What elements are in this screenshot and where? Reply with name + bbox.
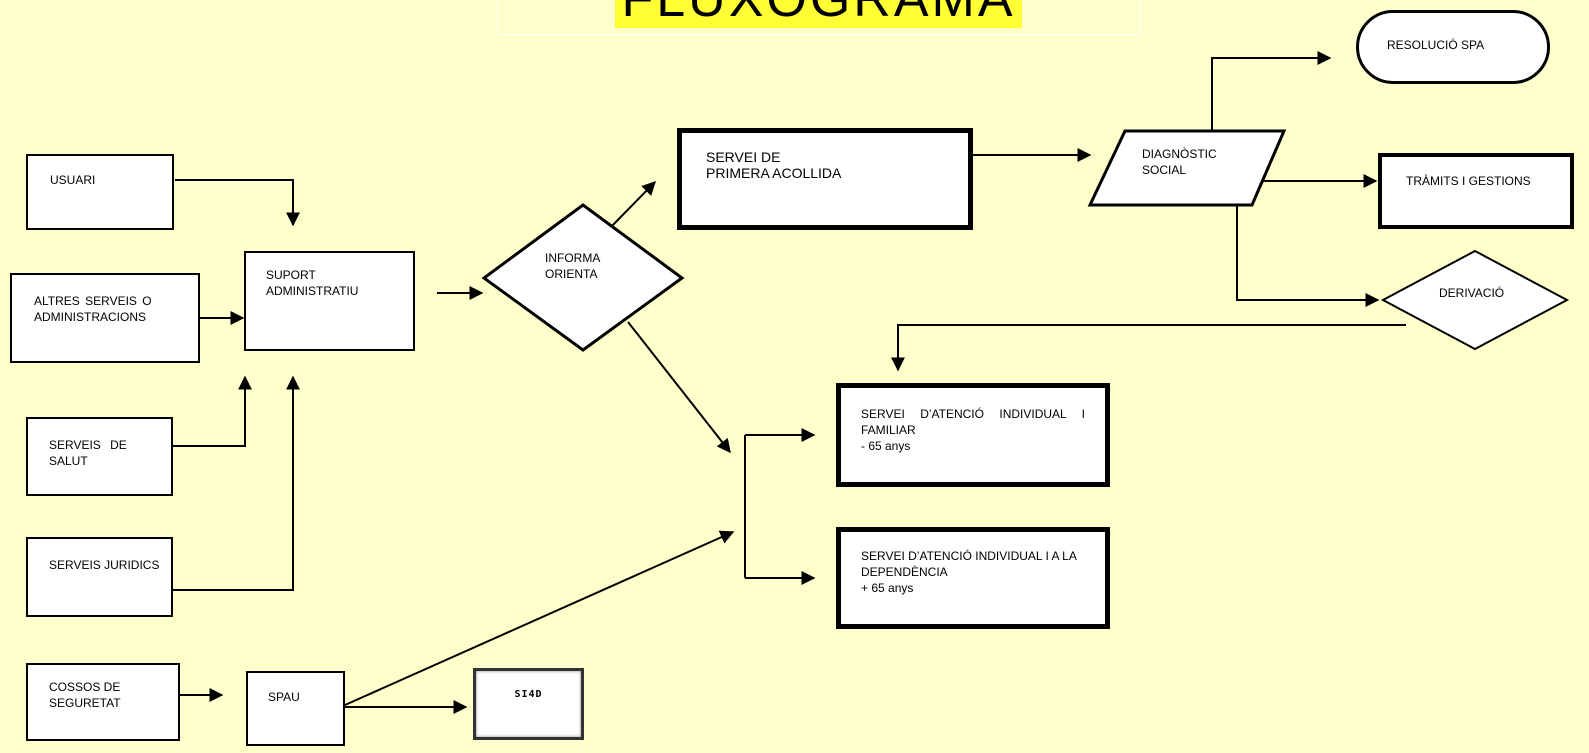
node-cossos-seguretat: COSSOS DE SEGURETAT: [26, 663, 180, 741]
connector-usuari-suport: [175, 179, 300, 227]
connector-diagnostic-derivacio: [1236, 205, 1380, 307]
informa-orienta-label: INFORMA ORIENTA: [545, 251, 600, 281]
said-age: + 65 anys: [861, 581, 914, 595]
connector-diagnostic-resolucio: [1211, 51, 1332, 130]
node-servei-atencio-familiar: SERVEI D’ATENCIÓ INDIVIDUAL I FAMILIAR -…: [836, 383, 1110, 487]
connector-salut-suport: [173, 375, 252, 447]
connector-juridics-suport: [173, 375, 300, 591]
node-servei-atencio-dependencia: SERVEI D’ATENCIÓ INDIVIDUAL I A LA DEPEN…: [836, 527, 1110, 629]
connector-spau-junction: [344, 530, 735, 706]
primera-acollida-line1: SERVEI DE: [706, 149, 781, 165]
title-frame: FLUXOGRAMA: [497, 0, 1140, 35]
connector-derivacio-saif: [891, 324, 1406, 372]
node-tramits-gestions: TRÀMITS I GESTIONS: [1378, 153, 1574, 229]
node-primera-acollida: SERVEI DE PRIMERA ACOLLIDA: [677, 128, 973, 230]
node-altres-serveis: ALTRES SERVEIS O ADMINISTRACIONS: [10, 273, 200, 363]
node-usuari: USUARI: [26, 154, 174, 230]
connector-informa-junction: [627, 321, 731, 454]
saif-title: SERVEI D’ATENCIÓ INDIVIDUAL I FAMILIAR: [861, 407, 1085, 437]
node-resolucio-spa: RESOLUCIÓ SPA: [1356, 10, 1550, 84]
node-spau: SPAU: [246, 671, 345, 746]
derivacio-label: DERIVACIÓ: [1439, 286, 1505, 300]
informa-orienta-diamond: [481, 203, 685, 352]
node-suport-administratiu: SUPORT ADMINISTRATIU: [244, 251, 415, 351]
diagnostic-social-label: DIAGNÒSTIC SOCIAL: [1142, 147, 1217, 177]
derivacio-diamond: [1380, 249, 1570, 351]
primera-acollida-line2: PRIMERA ACOLLIDA: [706, 165, 842, 181]
connector-informa-acollida: [607, 180, 656, 231]
node-serveis-salut: SERVEIS DE SALUT: [26, 417, 173, 496]
saif-age: - 65 anys: [861, 439, 911, 453]
node-si4d: SI4D: [473, 668, 584, 740]
node-serveis-juridics: SERVEIS JURIDICS: [26, 537, 173, 617]
diagnostic-social-shape: [1087, 129, 1287, 207]
said-title: SERVEI D’ATENCIÓ INDIVIDUAL I A LA DEPEN…: [861, 549, 1077, 579]
diagram-title: FLUXOGRAMA: [498, 0, 1139, 29]
